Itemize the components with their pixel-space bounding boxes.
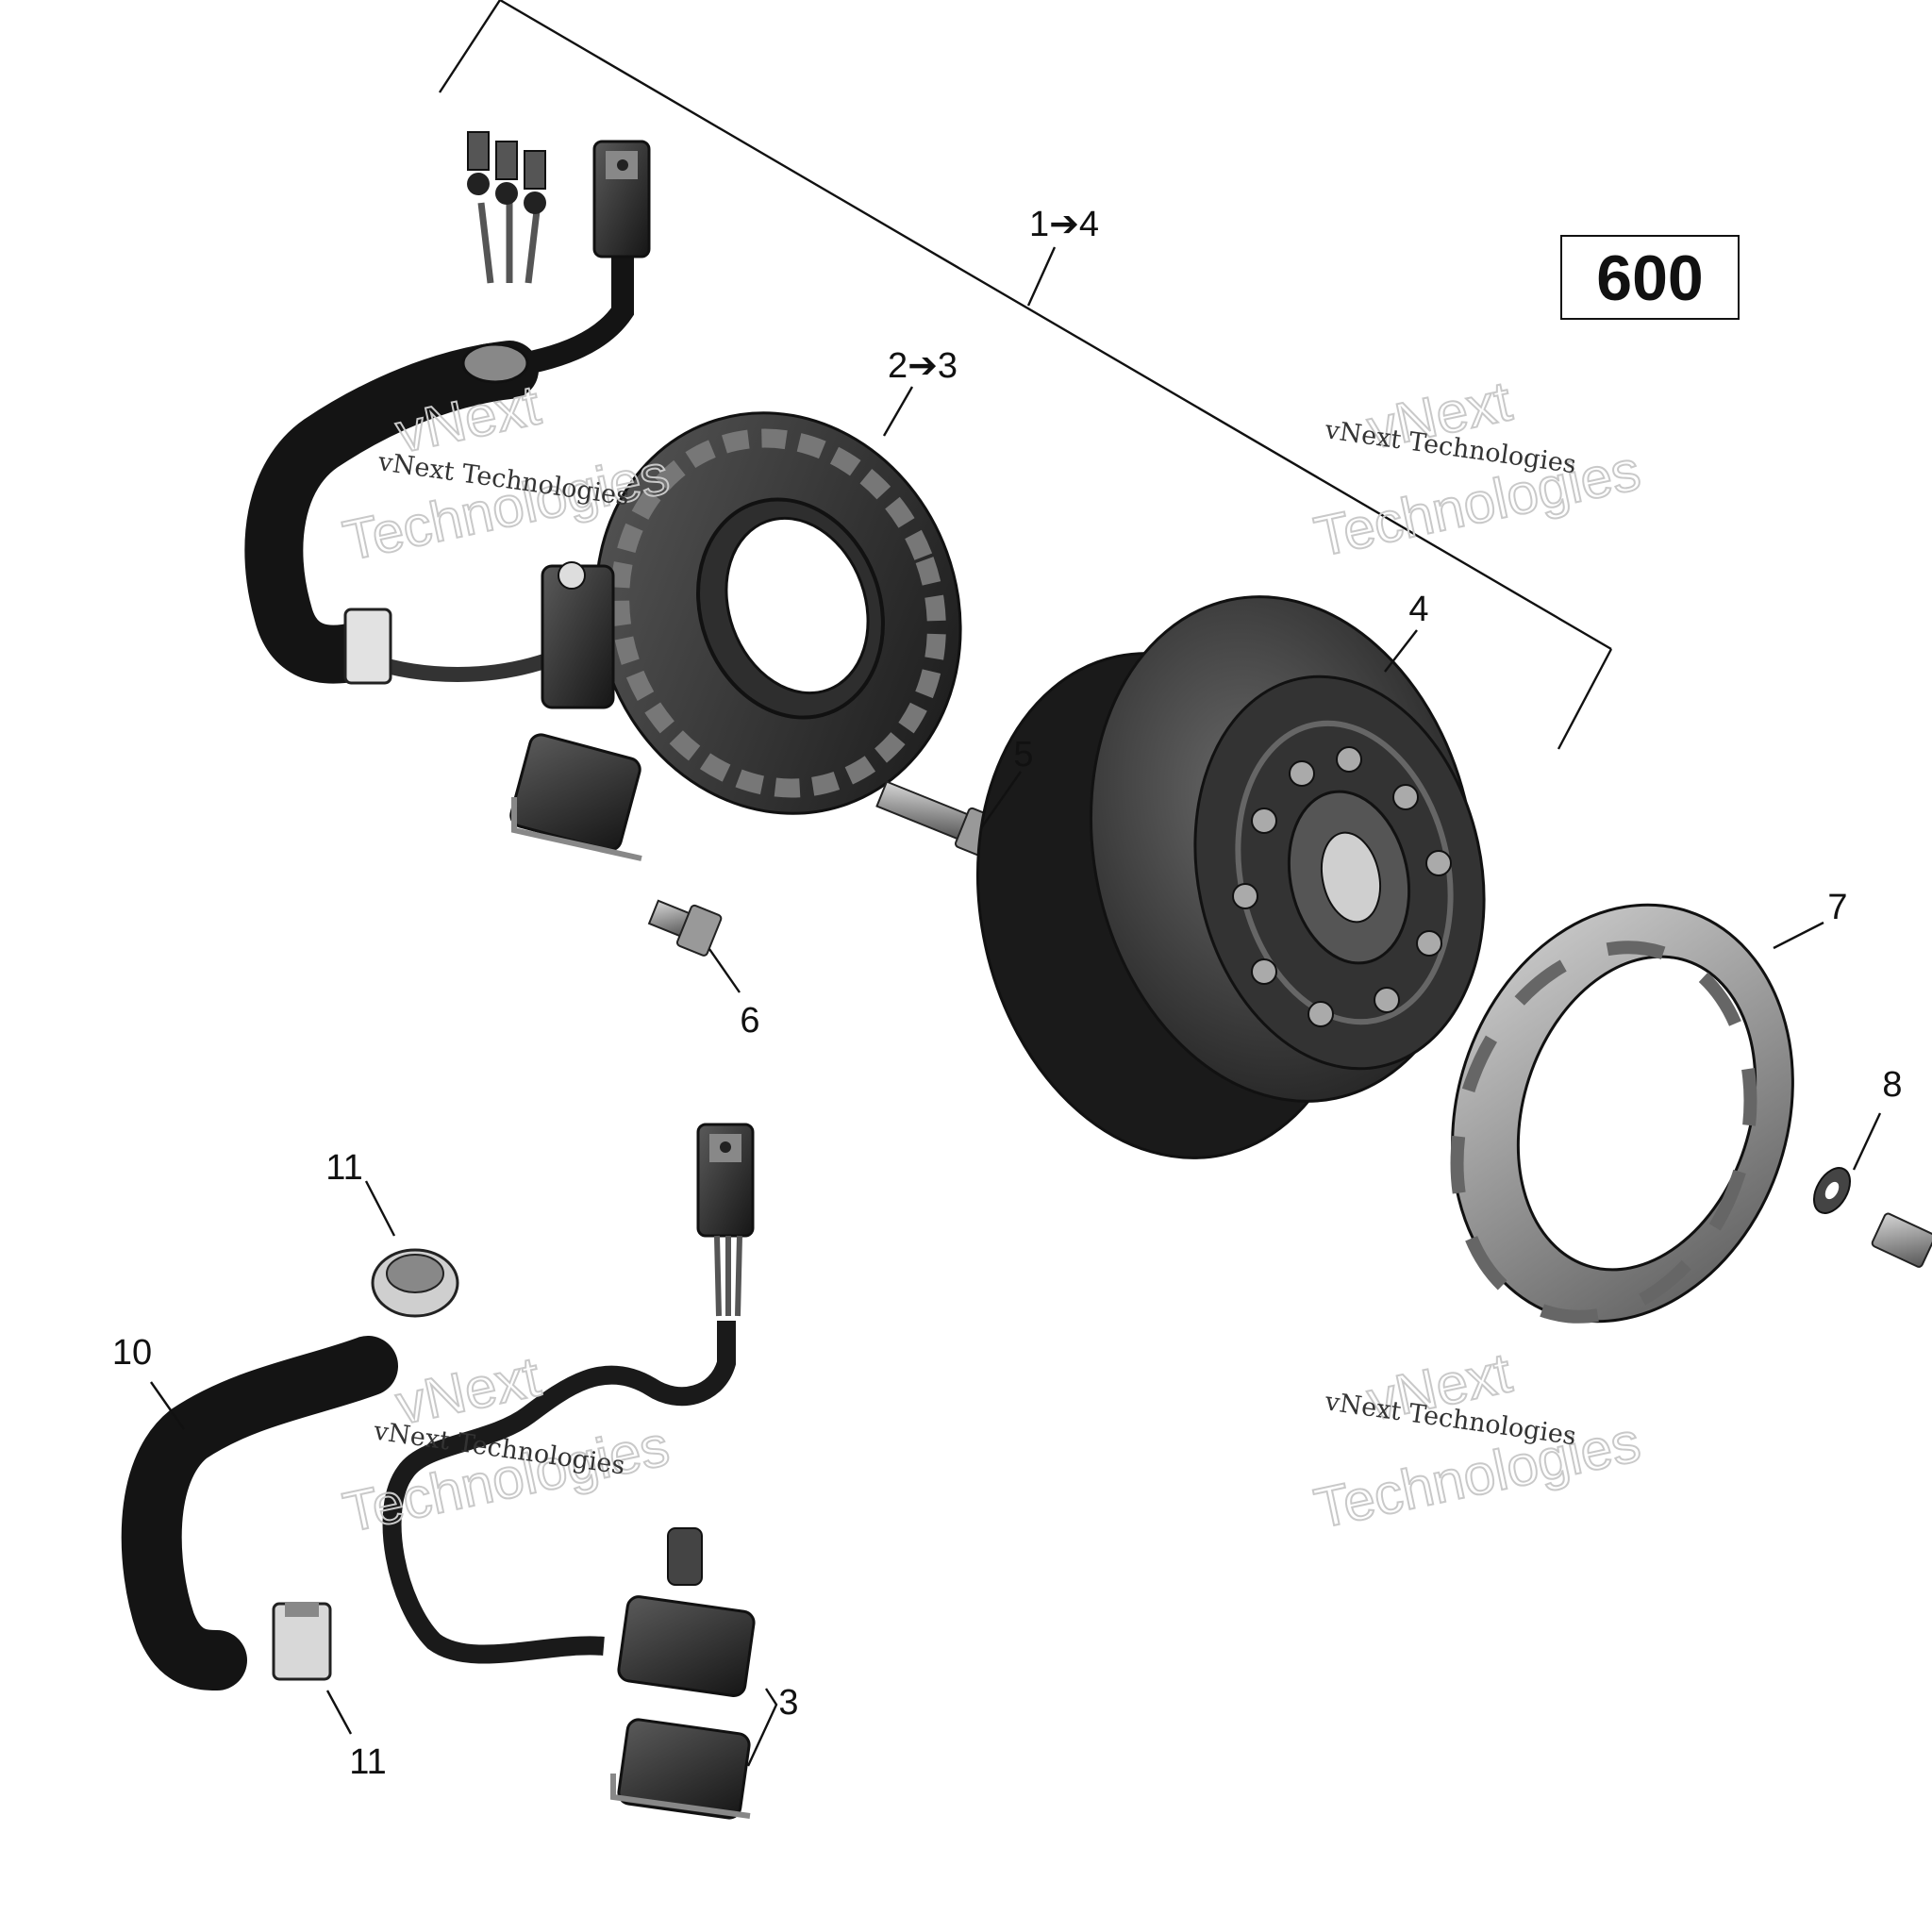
pickup-sensor-icon (610, 1718, 751, 1820)
callout-6: 6 (740, 1001, 759, 1041)
callout-7: 7 (1827, 888, 1847, 927)
grommet-icon (371, 1248, 459, 1318)
leader-lines (150, 386, 1882, 1767)
model-code-box: 600 (1560, 235, 1740, 320)
washer-icon (1813, 1167, 1851, 1214)
trigger-wheel-icon (1450, 903, 1794, 1324)
callout-10: 10 (112, 1333, 152, 1373)
callout-8: 8 (1882, 1065, 1902, 1105)
callout-labels: 1➔4 2➔3 4 5 6 7 8 11 10 11 3 (112, 205, 1903, 1782)
wire-terminal-icon (467, 131, 546, 214)
flywheel-rotor-icon (975, 595, 1486, 1159)
stator-harness-icon (244, 131, 651, 685)
callout-1-4: 1➔4 (1029, 205, 1099, 244)
callout-5: 5 (1013, 735, 1033, 774)
model-code: 600 (1596, 242, 1703, 314)
screw-icon (1871, 1212, 1932, 1268)
pickup-sensor-icon (509, 733, 642, 861)
harness-connector-icon (592, 140, 651, 258)
pickup-harness-icon (382, 1123, 756, 1820)
harness-connector-icon (696, 1123, 755, 1238)
clip-icon (272, 1602, 332, 1681)
stator-coil-icon (541, 411, 962, 815)
callout-11-bottom: 11 (349, 1742, 386, 1782)
callout-3: 3 (778, 1683, 798, 1723)
screw-icon (647, 899, 723, 957)
callout-2-3: 2➔3 (888, 346, 958, 386)
callout-4: 4 (1408, 590, 1428, 629)
pickup-sensor-icon (617, 1527, 756, 1697)
callout-11-top: 11 (325, 1148, 362, 1188)
assembly-bracket (438, 0, 1613, 750)
harness-sleeve-icon (121, 1336, 398, 1690)
